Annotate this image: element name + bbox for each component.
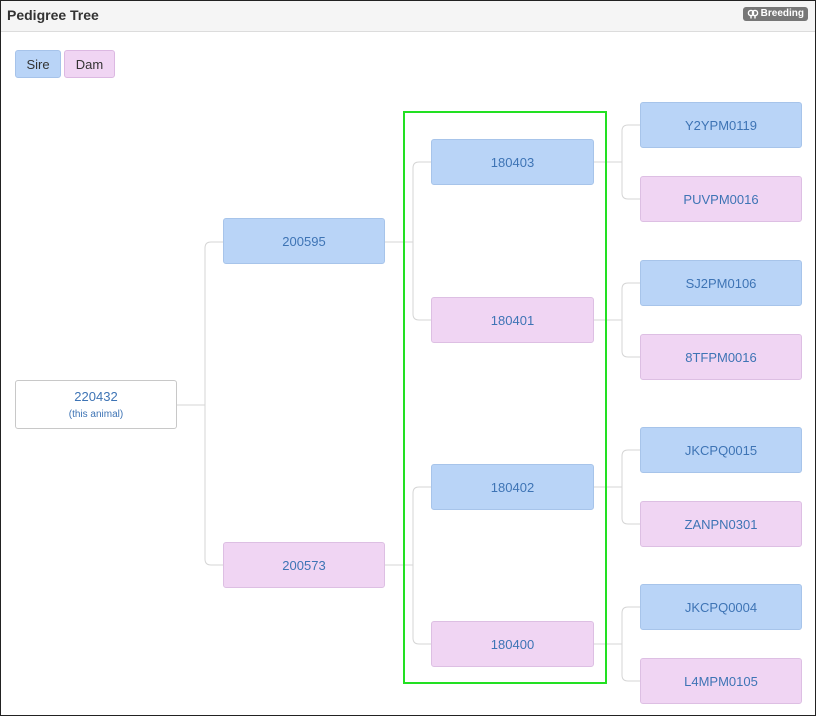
- breeding-badge[interactable]: Breeding: [742, 7, 808, 21]
- node-sire-sire[interactable]: 180403: [431, 139, 594, 185]
- node-dam-sire[interactable]: 180402: [431, 464, 594, 510]
- breeding-icon: [747, 9, 758, 19]
- panel-title: Pedigree Tree: [7, 7, 99, 23]
- node-ss-sire-id: Y2YPM0119: [684, 117, 758, 133]
- node-self-note: (this animal): [68, 409, 124, 420]
- node-dd-sire-id: JKCPQ0004: [684, 599, 758, 615]
- legend-dam: Dam: [64, 50, 115, 78]
- node-dam[interactable]: 200573: [223, 542, 385, 588]
- node-dam-dam[interactable]: 180400: [431, 621, 594, 667]
- node-ds-sire[interactable]: JKCPQ0015: [640, 427, 802, 473]
- node-sire-dam-id: 180401: [490, 312, 535, 328]
- node-sd-dam[interactable]: 8TFPM0016: [640, 334, 802, 380]
- breeding-badge-label: Breeding: [760, 8, 804, 19]
- node-ss-dam-id: PUVPM0016: [683, 191, 759, 207]
- node-self[interactable]: 220432 (this animal): [15, 380, 177, 429]
- node-sd-sire-id: SJ2PM0106: [685, 275, 757, 291]
- node-dd-sire[interactable]: JKCPQ0004: [640, 584, 802, 630]
- panel-header: Pedigree Tree Breeding: [1, 1, 815, 32]
- node-ds-sire-id: JKCPQ0015: [684, 442, 758, 458]
- node-dd-dam[interactable]: L4MPM0105: [640, 658, 802, 704]
- node-dd-dam-id: L4MPM0105: [684, 673, 758, 689]
- node-sire-sire-id: 180403: [490, 154, 535, 170]
- node-dam-id: 200573: [282, 557, 326, 573]
- node-sd-dam-id: 8TFPM0016: [685, 349, 757, 365]
- node-ss-dam[interactable]: PUVPM0016: [640, 176, 802, 222]
- node-ds-dam-id: ZANPN0301: [684, 516, 758, 532]
- node-ds-dam[interactable]: ZANPN0301: [640, 501, 802, 547]
- legend-sire: Sire: [15, 50, 61, 78]
- node-dam-dam-id: 180400: [490, 636, 535, 652]
- node-sire[interactable]: 200595: [223, 218, 385, 264]
- node-sire-dam[interactable]: 180401: [431, 297, 594, 343]
- node-dam-sire-id: 180402: [490, 479, 535, 495]
- node-sd-sire[interactable]: SJ2PM0106: [640, 260, 802, 306]
- node-ss-sire[interactable]: Y2YPM0119: [640, 102, 802, 148]
- node-sire-id: 200595: [282, 233, 326, 249]
- node-self-id: 220432: [74, 389, 118, 404]
